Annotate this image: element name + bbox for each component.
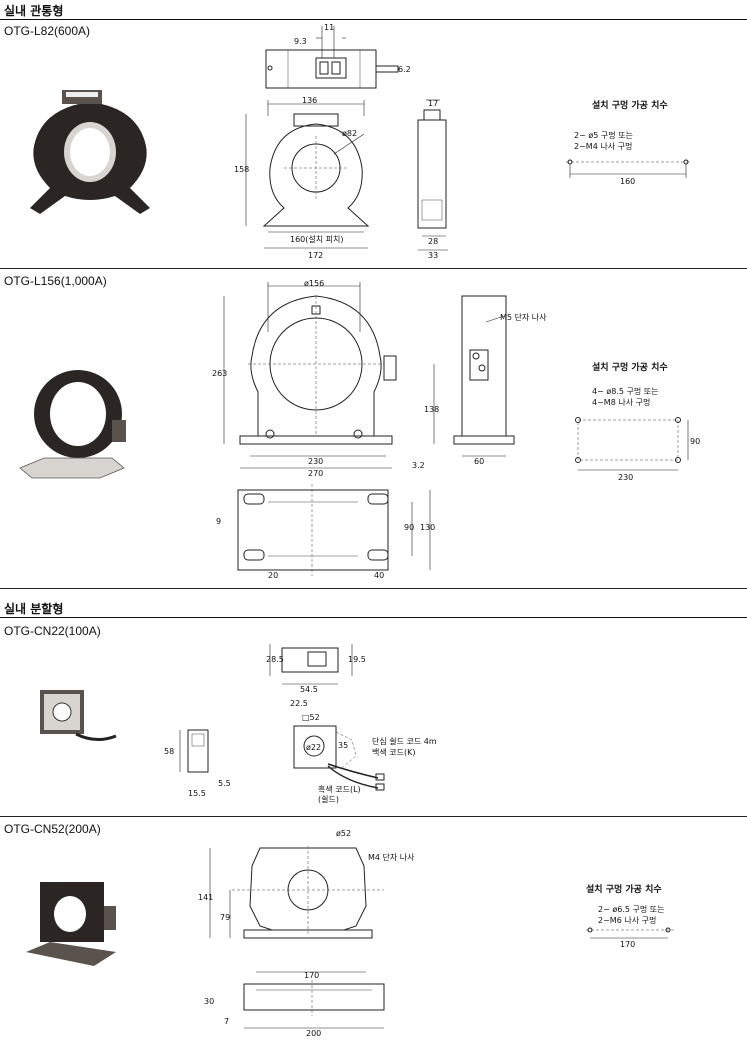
section-divider [0,19,747,20]
dim-l156-130: 130 [420,523,435,532]
dim-l82-93: 9.3 [294,37,307,46]
hole-pitch-cn52: 170 [620,940,635,949]
dim-l82-28: 28 [428,237,438,246]
product-photo-l82 [30,90,150,214]
hole-pitch-l82: 160 [620,177,635,186]
hole-note2-l156: 4−M8 나사 구멍 [592,397,650,407]
cord-black-label: 흑색 코드(L) [318,785,361,794]
dim-cn52-dia: ø52 [336,829,351,838]
dim-l156-270: 270 [308,469,323,478]
dim-l82-11: 11 [324,23,334,32]
base-view-l156: 9 90 130 20 40 [216,484,435,580]
cord-shield-label: 단심 쉴드 코드 4m [372,737,437,746]
dim-l156-m5: M5 단자 나사 [500,312,547,322]
product-divider [0,816,747,817]
hole-pitch-h-l156: 90 [690,437,700,446]
dim-cn52-79: 79 [220,913,230,922]
dim-l82-172: 172 [308,251,323,260]
dim-cn22-sq52: □52 [302,713,320,722]
hole-note2-cn52: 2−M6 나사 구멍 [598,915,656,925]
hole-diagram-l156: 4− ø8.5 구멍 또는 4−M8 나사 구멍 90 230 [575,386,700,482]
base-view-cn52: 170 30 7 200 [204,971,385,1038]
dim-l82-pitch: 160(설치 피치) [290,234,344,244]
dim-l82-dia: ø82 [342,129,357,138]
dim-cn52-m4: M4 단자 나사 [368,852,415,862]
dim-l156-230: 230 [308,457,323,466]
section-title-split: 실내 분할형 [4,602,64,616]
dim-l156-20: 20 [268,571,278,580]
cord-white-label: 백색 코드(K) [372,748,416,757]
dim-cn22-225: 22.5 [290,699,308,708]
model-label-l82: OTG-L82(600A) [4,24,91,38]
section-title-through: 실내 관통형 [4,4,64,18]
section-divider [0,617,747,618]
dim-cn22-35: 35 [338,741,348,750]
section-divider [0,588,747,589]
dim-l156-60: 60 [474,457,484,466]
dim-cn52-170: 170 [304,971,319,980]
product-photo-cn52 [26,882,116,966]
front-view-cn52: ø52 M4 단자 나사 141 79 [198,829,415,939]
side-view-cn22: 58 15.5 5.5 [164,729,231,798]
hole-note1-cn52: 2− ø6.5 구멍 또는 [598,904,664,914]
product-photo-cn22 [40,690,117,741]
cord-shield2-label: (쉴드) [318,795,339,804]
hole-note1-l156: 4− ø8.5 구멍 또는 [592,386,658,396]
hole-diagram-cn52: 2− ø6.5 구멍 또는 2−M6 나사 구멍 170 [586,904,674,949]
dim-l156-40: 40 [374,571,384,580]
dim-cn22-dia22: ø22 [306,743,321,752]
front-view-l156: ø156 263 138 230 270 3.2 [212,279,439,478]
front-view-l82: 136 ø82 158 160(설치 피치) 172 [234,96,370,260]
dim-cn52-7: 7 [224,1017,229,1026]
dim-l82-17: 17 [428,99,438,108]
hole-title-l82: 설치 구멍 가공 치수 [592,101,668,111]
front-view-cn22: 22.5 □52 ø22 35 [290,699,385,791]
model-label-cn22: OTG-CN22(100A) [4,624,101,638]
top-view-l82: 11 9.3 6.2 [265,23,411,89]
product-divider [0,268,747,269]
hole-note1-l82: 2− ø5 구멍 또는 [574,130,633,140]
dim-cn22-155: 15.5 [188,789,206,798]
dim-l82-33: 33 [428,251,438,260]
hole-note2-l82: 2−M4 나사 구멍 [574,141,632,151]
product-photo-l156 [19,370,126,479]
dim-cn52-141: 141 [198,893,213,902]
dim-cn22-545: 54.5 [300,685,318,694]
dim-l156-138: 138 [424,405,439,414]
side-view-l82: 17 28 33 [417,99,448,260]
dim-l82-136: 136 [302,96,317,105]
hole-title-cn52: 설치 구멍 가공 치수 [586,885,662,895]
dim-l156-32: 3.2 [412,461,425,470]
dim-cn22-58: 58 [164,747,174,756]
dim-cn52-200: 200 [306,1029,321,1038]
hole-title-l156: 설치 구멍 가공 치수 [592,363,668,373]
dim-cn22-55: 5.5 [218,779,231,788]
dim-l156-90: 90 [404,523,414,532]
model-label-l156: OTG-L156(1,000A) [4,274,107,288]
hole-pitch-w-l156: 230 [618,473,633,482]
hole-diagram-l82: 2− ø5 구멍 또는 2−M4 나사 구멍 160 [566,130,690,186]
model-label-cn52: OTG-CN52(200A) [4,822,101,836]
top-view-cn22: 28.5 19.5 54.5 [266,644,366,694]
dim-cn22-285: 28.5 [266,655,284,664]
dim-l82-158: 158 [234,165,249,174]
dim-cn52-30: 30 [204,997,214,1006]
dim-l156-9: 9 [216,517,221,526]
dim-cn22-195: 19.5 [348,655,366,664]
dim-l156-dia: ø156 [304,279,324,288]
dim-l82-62: 6.2 [398,65,411,74]
dim-l156-263: 263 [212,369,227,378]
side-view-l156: M5 단자 나사 60 [453,295,547,466]
